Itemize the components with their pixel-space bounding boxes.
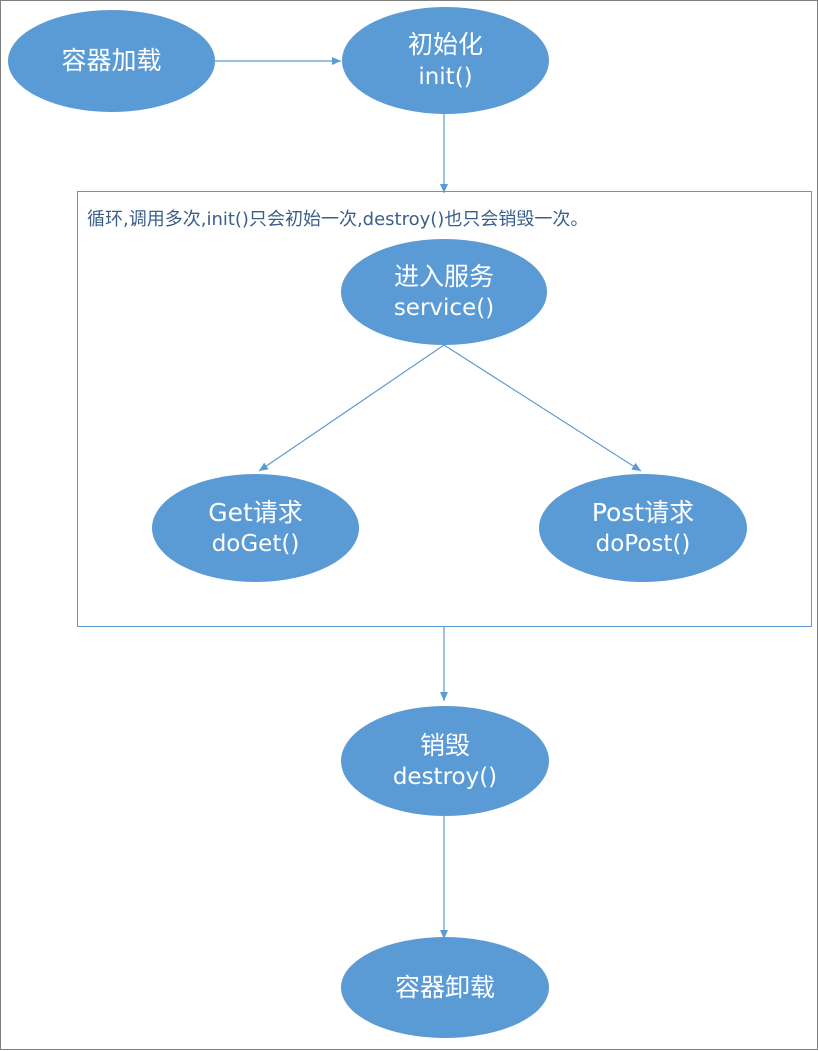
node-container-load-title: 容器加载	[61, 46, 162, 76]
node-init-method: init()	[418, 63, 473, 90]
service-loop-box: 循环,调用多次,init()只会初始一次,destroy()也只会销毁一次。	[77, 191, 812, 627]
arrow-service-to-post	[443, 344, 642, 472]
node-get-request: Get请求 doGet()	[152, 474, 359, 582]
node-service-method: service()	[393, 295, 495, 322]
node-container-load: 容器加载	[8, 10, 215, 112]
node-post-title: Post请求	[591, 497, 695, 527]
node-service-title: 进入服务	[393, 261, 494, 291]
node-get-title: Get请求	[208, 497, 303, 527]
node-init-title: 初始化	[407, 30, 483, 60]
node-destroy-method: destroy()	[392, 764, 498, 791]
node-post-request: Post请求 doPost()	[539, 474, 747, 582]
node-init: 初始化 init()	[342, 7, 549, 114]
loop-note: 循环,调用多次,init()只会初始一次,destroy()也只会销毁一次。	[87, 209, 589, 230]
node-container-unload: 容器卸载	[341, 937, 549, 1038]
node-destroy-title: 销毁	[419, 730, 470, 760]
node-container-unload-title: 容器卸载	[394, 972, 495, 1002]
arrow-service-to-get	[258, 344, 445, 472]
node-destroy: 销毁 destroy()	[341, 706, 549, 816]
node-service: 进入服务 service()	[341, 239, 547, 345]
node-post-method: doPost()	[595, 531, 691, 558]
node-get-method: doGet()	[211, 531, 300, 558]
